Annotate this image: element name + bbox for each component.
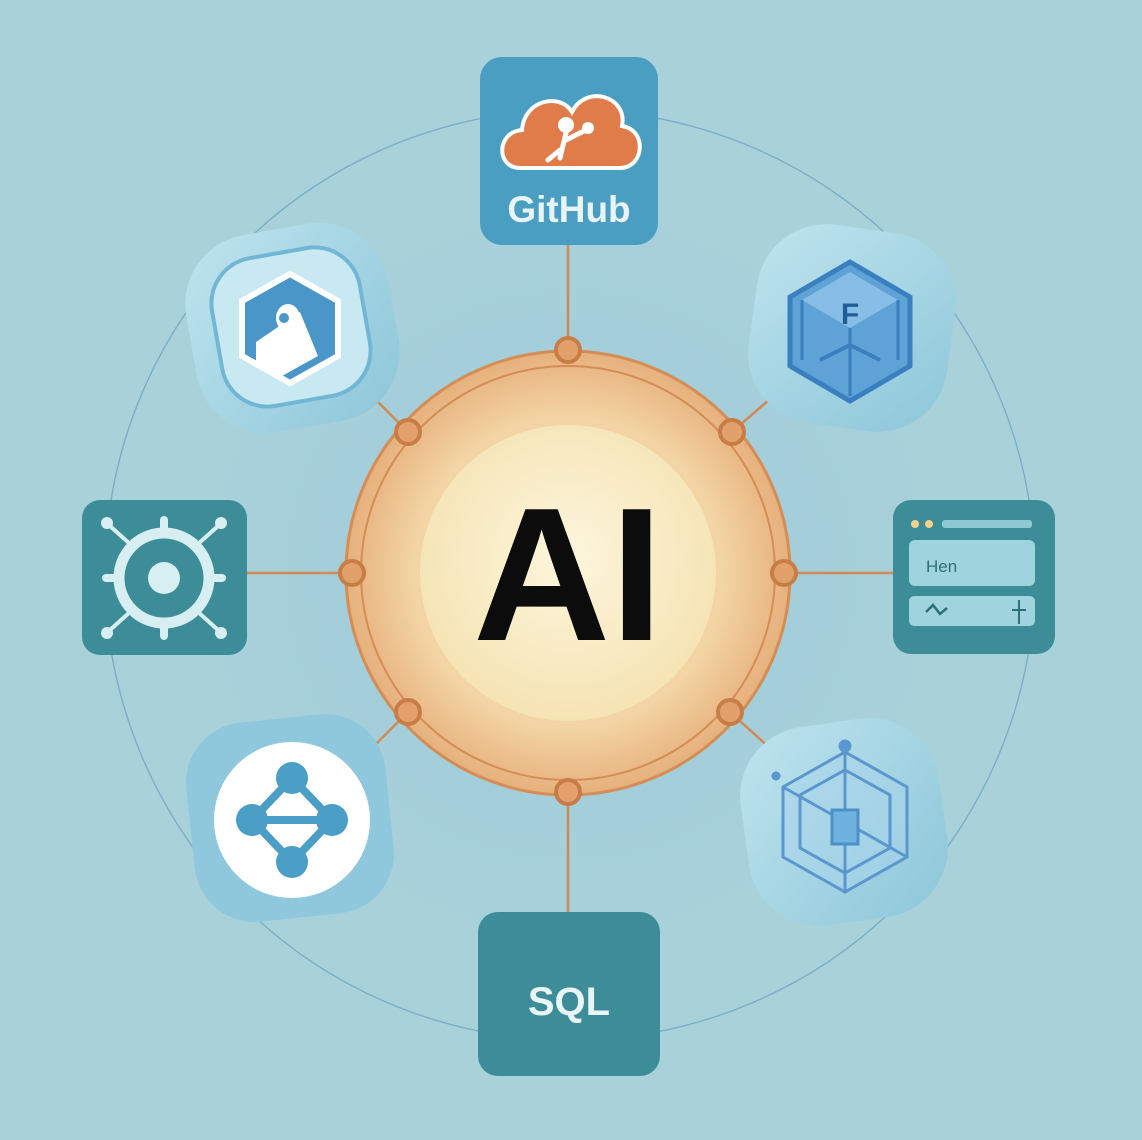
dot-bottom-left bbox=[394, 698, 422, 726]
dot-bottom bbox=[554, 778, 582, 806]
dot-top-left bbox=[394, 418, 422, 446]
browser-label: Hen bbox=[926, 557, 957, 576]
node-network[interactable] bbox=[180, 708, 400, 928]
dot-right bbox=[770, 559, 798, 587]
node-gear[interactable] bbox=[82, 500, 247, 655]
network-nodes-icon bbox=[236, 762, 348, 878]
gear-icon bbox=[101, 516, 227, 640]
sql-tile bbox=[478, 912, 660, 1076]
dot-top-right bbox=[718, 418, 746, 446]
node-github[interactable]: GitHub bbox=[480, 57, 658, 245]
f-cube-icon bbox=[787, 259, 913, 404]
github-label: GitHub bbox=[507, 189, 630, 230]
center-core bbox=[420, 425, 716, 721]
sql-label: SQL bbox=[528, 980, 610, 1024]
fcube-label: F bbox=[841, 298, 859, 331]
dot-left bbox=[338, 559, 366, 587]
node-sql[interactable]: SQL bbox=[478, 912, 660, 1076]
center-hub: AI bbox=[338, 336, 798, 806]
glass-cube-icon bbox=[771, 739, 909, 894]
hexagon-shield-icon bbox=[239, 270, 341, 387]
node-browser[interactable]: Hen bbox=[893, 500, 1055, 654]
node-fcube[interactable]: F bbox=[739, 215, 965, 441]
node-glass-cube[interactable] bbox=[731, 709, 957, 935]
dot-top bbox=[554, 336, 582, 364]
dot-bottom-right bbox=[716, 698, 744, 726]
browser-window-icon bbox=[909, 520, 1035, 626]
connector-dots bbox=[338, 336, 798, 806]
github-cloud-icon bbox=[500, 94, 642, 170]
center-label: AI bbox=[473, 469, 663, 681]
node-hex-shield[interactable] bbox=[174, 212, 411, 445]
